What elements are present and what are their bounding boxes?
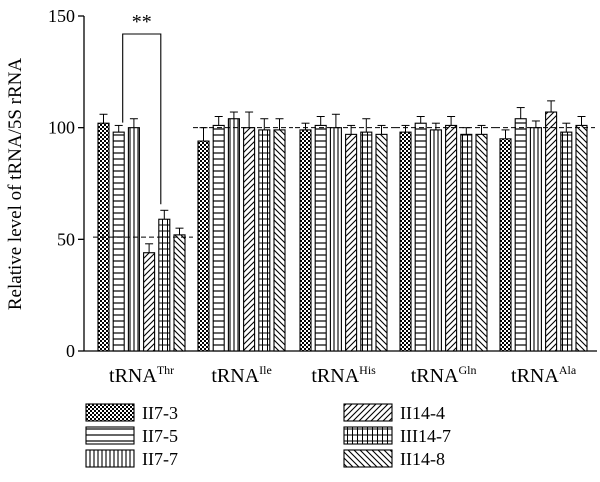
y-axis-label: Relative level of tRNA/5S rRNA bbox=[5, 58, 26, 311]
bar-II7-7-Ile bbox=[227, 118, 240, 352]
bar-III14-7-Gln bbox=[460, 133, 473, 352]
legend-label: II7-5 bbox=[142, 426, 178, 446]
legend-swatch-II7-5 bbox=[85, 426, 135, 445]
bar-II7-3-His bbox=[299, 129, 312, 352]
bar-II7-7-Thr bbox=[127, 127, 140, 352]
bar-II7-3-Ile bbox=[197, 140, 210, 352]
bar-III14-4-Gln bbox=[445, 124, 458, 352]
bar-II7-5-Gln bbox=[414, 122, 427, 352]
legend-swatch-III14-8 bbox=[343, 449, 393, 468]
bar-III14-8-Thr bbox=[173, 234, 186, 352]
bar-III14-7-His bbox=[360, 131, 373, 352]
bar-III14-7-Ala bbox=[560, 131, 573, 352]
bars bbox=[97, 100, 588, 352]
legend-swatch-III14-4 bbox=[343, 403, 393, 422]
bar-II7-7-His bbox=[329, 127, 342, 352]
legend-label: II7-3 bbox=[142, 403, 178, 423]
bar-III14-4-Ile bbox=[243, 127, 256, 352]
bar-III14-8-Ile bbox=[273, 129, 286, 352]
y-ticks: 0 50 100 150 bbox=[48, 6, 84, 361]
bar-III14-4-Ala bbox=[545, 111, 558, 352]
legend-label: II7-7 bbox=[142, 449, 178, 469]
significance-line bbox=[122, 33, 162, 205]
bar-III14-8-Gln bbox=[475, 133, 488, 352]
y-tick-label: 0 bbox=[66, 341, 75, 361]
x-tick-label-Ala: tRNAAla bbox=[511, 363, 577, 387]
significance-bracket: ** bbox=[122, 11, 162, 205]
bar-II7-7-Ala bbox=[529, 127, 542, 352]
x-tick-label-Gln: tRNAGln bbox=[411, 363, 477, 387]
legend-swatch-II7-3 bbox=[85, 403, 135, 422]
legend-swatch-II7-7 bbox=[85, 449, 135, 468]
y-tick-label: 50 bbox=[57, 229, 75, 249]
x-tick-label-His: tRNAHis bbox=[311, 363, 376, 387]
x-tick-label-Ile: tRNAIle bbox=[211, 363, 271, 387]
bar-II7-5-His bbox=[314, 124, 327, 352]
bar-II7-7-Gln bbox=[429, 129, 442, 352]
y-tick-label: 150 bbox=[48, 6, 75, 26]
bar-III14-4-His bbox=[345, 133, 358, 352]
legend-swatch-III14-7 bbox=[343, 426, 393, 445]
bar-III14-8-Ala bbox=[575, 124, 588, 352]
bar-III14-4-Thr bbox=[143, 252, 156, 352]
y-tick-label: 100 bbox=[48, 118, 75, 138]
bar-II7-5-Ala bbox=[514, 118, 527, 352]
legend-label: III14-7 bbox=[400, 426, 451, 446]
bar-II7-5-Ile bbox=[212, 124, 225, 352]
bar-II7-5-Thr bbox=[112, 131, 125, 352]
bar-III14-7-Ile bbox=[258, 129, 271, 352]
significance-label: ** bbox=[132, 11, 152, 33]
x-tick-label-Thr: tRNAThr bbox=[109, 363, 174, 387]
legend-label: II14-8 bbox=[400, 449, 445, 469]
x-category-labels: tRNAThr tRNAIle tRNAHis tRNAGln tRNAAla bbox=[109, 363, 577, 387]
group-mean-lines bbox=[93, 127, 595, 238]
bar-II7-3-Gln bbox=[399, 131, 412, 352]
bar-III14-7-Thr bbox=[158, 218, 171, 352]
legend-label: II14-4 bbox=[400, 403, 445, 423]
bar-III14-8-His bbox=[375, 133, 388, 352]
bar-II7-3-Ala bbox=[499, 138, 512, 352]
